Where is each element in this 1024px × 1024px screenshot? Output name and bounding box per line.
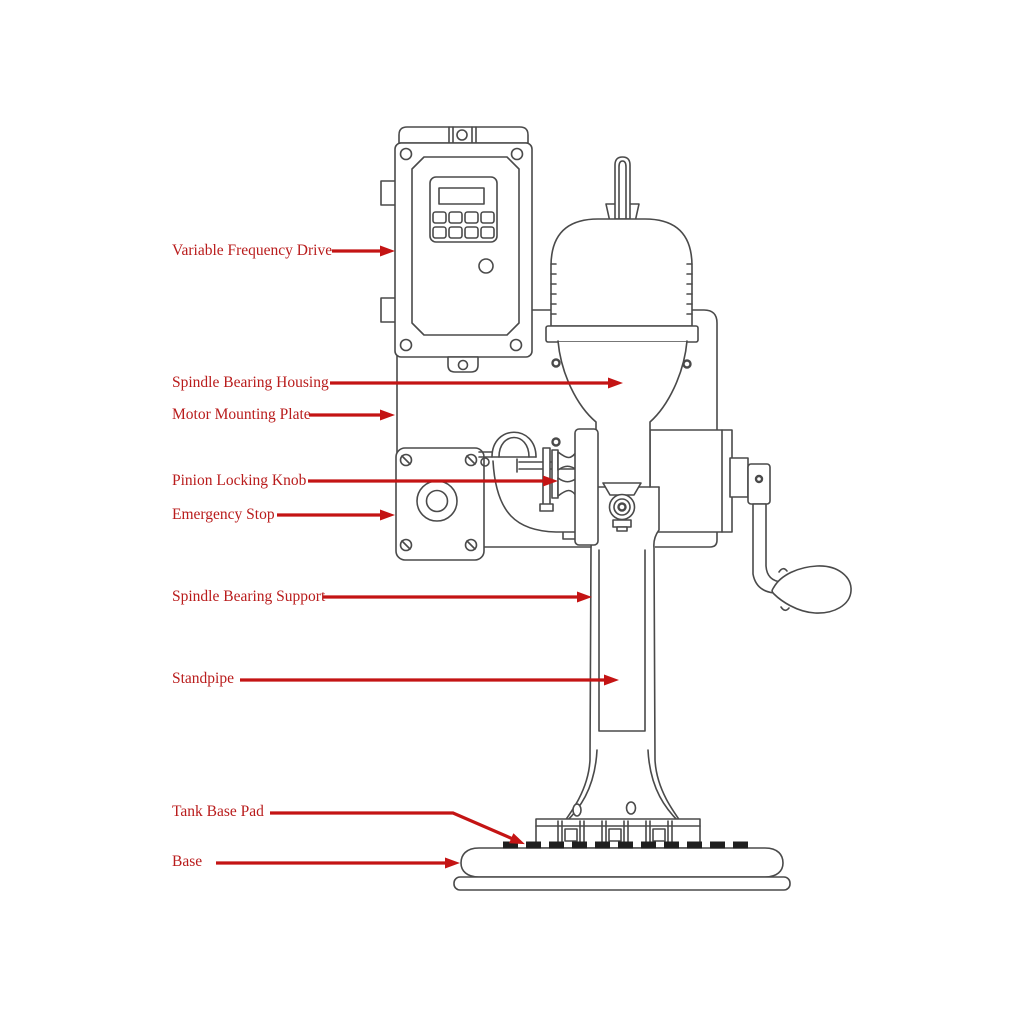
label-motor-mounting-plate: Motor Mounting Plate (172, 406, 311, 423)
label-base: Base (172, 853, 203, 870)
arrow-tank-base-pad (270, 811, 525, 845)
label-standpipe: Standpipe (172, 670, 234, 687)
emergency-stop-drawing (395, 447, 485, 561)
crank-handle-drawing (752, 503, 852, 614)
label-emergency-stop: Emergency Stop (172, 506, 275, 523)
motor-dome-drawing (545, 156, 699, 369)
base-drawing (453, 847, 791, 891)
vfd-drawing (380, 126, 533, 373)
pinion-locking-knob-drawing (478, 428, 599, 546)
vfd-keypad (429, 176, 498, 243)
label-pinion-locking-knob: Pinion Locking Knob (172, 472, 307, 489)
label-variable-frequency-drive: Variable Frequency Drive (172, 242, 333, 259)
label-tank-base-pad: Tank Base Pad (172, 803, 264, 820)
label-spindle-bearing-support: Spindle Bearing Support (172, 588, 326, 605)
label-spindle-bearing-housing: Spindle Bearing Housing (172, 374, 329, 391)
